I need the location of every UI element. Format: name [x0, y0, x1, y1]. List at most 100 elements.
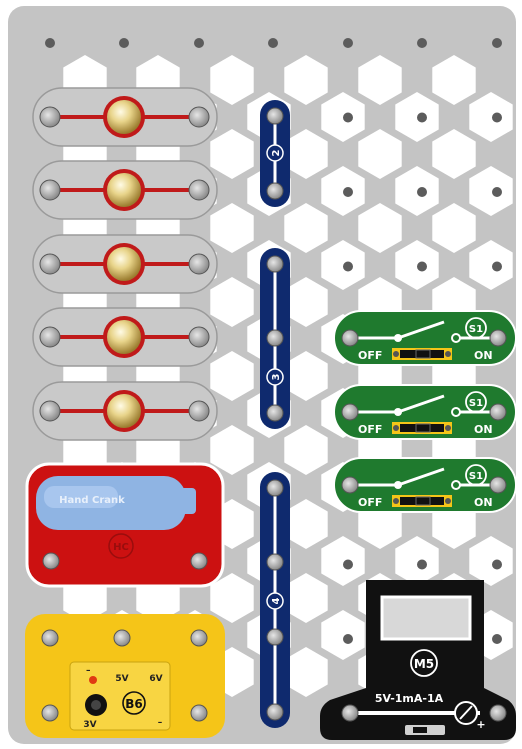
peg: [417, 187, 427, 197]
hand-crank-label: HC: [113, 542, 129, 553]
battery-minus: –: [158, 718, 163, 728]
bulb-module[interactable]: [33, 88, 217, 146]
peg: [417, 560, 427, 570]
switch-slider-knob[interactable]: [416, 497, 430, 505]
hand-crank-title: Hand Crank: [59, 495, 125, 506]
switch-screw: [445, 351, 451, 357]
battery-snap-br: [191, 705, 207, 721]
peg: [343, 113, 353, 123]
switch-pivot: [394, 408, 402, 416]
wire-3[interactable]: 3: [260, 248, 290, 429]
bulb-snap-right: [189, 254, 209, 274]
switch-off-label: OFF: [358, 423, 382, 436]
wire-snap: [267, 554, 283, 570]
wire-snap: [267, 704, 283, 720]
bulb-module[interactable]: [33, 161, 217, 219]
peg: [45, 38, 55, 48]
peg: [343, 187, 353, 197]
battery-jack-hole: [91, 700, 101, 710]
bulb-module[interactable]: [33, 382, 217, 440]
bulb-snap-right: [189, 107, 209, 127]
bulb-globe: [107, 173, 141, 207]
switch-snap-right: [490, 404, 506, 420]
peg: [492, 262, 502, 272]
switch-off-label: OFF: [358, 496, 382, 509]
wire-snap: [267, 108, 283, 124]
bulb-snap-left: [40, 327, 60, 347]
switch-screw: [445, 498, 451, 504]
switch-snap-right: [490, 330, 506, 346]
battery-snap-tl: [42, 630, 58, 646]
bulb-globe: [107, 247, 141, 281]
battery-3v: 3V: [83, 720, 96, 730]
bulb-globe: [107, 320, 141, 354]
peg: [194, 38, 204, 48]
bulb-snap-left: [40, 401, 60, 421]
switch-screw: [393, 425, 399, 431]
peg: [343, 38, 353, 48]
wire-4[interactable]: 4: [260, 472, 290, 728]
switch-label: S1: [469, 398, 483, 409]
wire-2[interactable]: 2: [260, 100, 290, 207]
switch-snap-left: [342, 330, 358, 346]
switch-column: S1OFFONS1OFFONS1OFFON: [334, 311, 516, 512]
bulb-snap-right: [189, 401, 209, 421]
peg: [417, 38, 427, 48]
switch-slider-knob[interactable]: [416, 350, 430, 358]
switch-snap-left: [342, 404, 358, 420]
switch-slider-knob[interactable]: [416, 424, 430, 432]
battery-led: [89, 676, 97, 684]
switch-snap-left: [342, 477, 358, 493]
peg: [343, 560, 353, 570]
peg: [417, 262, 427, 272]
meter-selector-knob: [413, 727, 427, 733]
wire-snap: [267, 330, 283, 346]
hand-crank-snap-right: [191, 553, 207, 569]
meter-label: M5: [414, 657, 434, 671]
peg: [343, 634, 353, 644]
switch-label: S1: [469, 471, 483, 482]
battery-snap-bl: [42, 705, 58, 721]
bulb-column: [33, 88, 217, 440]
peg: [492, 560, 502, 570]
switch-snap-right: [490, 477, 506, 493]
battery-label: B6: [125, 697, 143, 711]
bulb-globe: [107, 394, 141, 428]
bulb-module[interactable]: [33, 308, 217, 366]
bulb-snap-left: [40, 180, 60, 200]
wire-snap: [267, 405, 283, 421]
bulb-snap-right: [189, 327, 209, 347]
peg: [119, 38, 129, 48]
wire-label: 2: [271, 149, 282, 156]
meter-snap-left: [342, 705, 358, 721]
wire-snap: [267, 183, 283, 199]
switch-on-label: ON: [474, 349, 493, 362]
battery-snap-tr: [191, 630, 207, 646]
peg: [268, 38, 278, 48]
battery-minus-top: –: [86, 666, 91, 676]
wire-snap: [267, 629, 283, 645]
switch-screw: [393, 351, 399, 357]
switch-label: S1: [469, 324, 483, 335]
peg: [417, 113, 427, 123]
bulb-module[interactable]: [33, 235, 217, 293]
wire-column: 2 3 4: [260, 100, 290, 728]
switch-screw: [445, 425, 451, 431]
hand-crank[interactable]: Hand Crank HC: [27, 464, 223, 586]
wire-label: 3: [271, 373, 282, 380]
wire-label: 4: [271, 597, 282, 604]
meter-snap-right: [490, 705, 506, 721]
meter-display: [382, 597, 470, 639]
battery-6v: 6V: [149, 674, 162, 684]
switch-screw: [393, 498, 399, 504]
battery-holder[interactable]: – 5V 6V B6 3V –: [25, 614, 225, 738]
battery-5v: 5V: [115, 674, 128, 684]
switch-pivot: [394, 481, 402, 489]
meter-range: 5V-1mA-1A: [375, 692, 444, 705]
wire-snap: [267, 480, 283, 496]
hand-crank-snap-left: [43, 553, 59, 569]
